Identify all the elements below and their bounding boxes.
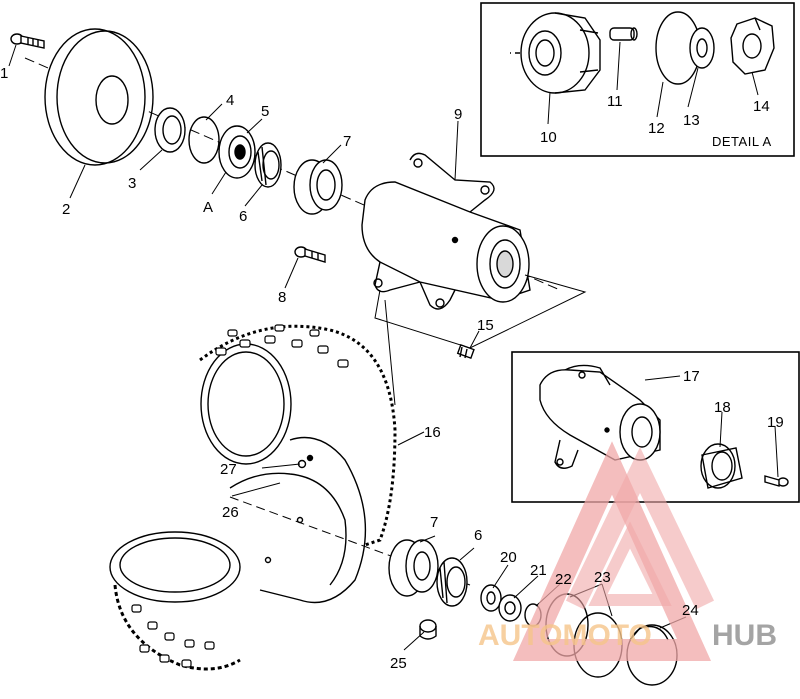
- label-9: 9: [454, 106, 462, 123]
- label-3: 3: [128, 175, 136, 192]
- label-19: 19: [767, 414, 784, 431]
- label-2: 2: [62, 201, 70, 218]
- watermark-logo: AUTOMOTO HUB: [478, 441, 777, 661]
- part-6-roller-bearing-upper: [254, 142, 282, 188]
- part-10-drive-hub: [510, 12, 601, 94]
- label-6-upper: 6: [239, 208, 247, 225]
- part-27-valve-stud: [264, 454, 314, 564]
- watermark-text-part2: HUB: [712, 619, 777, 652]
- part-4-snap-ring: [188, 116, 220, 164]
- part-7-bearing-cup-lower: [388, 539, 439, 597]
- label-a: A: [203, 199, 213, 216]
- part-5-bearing: [218, 125, 256, 179]
- label-5: 5: [261, 103, 269, 120]
- label-7-upper: 7: [343, 133, 351, 150]
- label-23: 23: [594, 569, 611, 586]
- part-7-bearing-cup-upper: [293, 159, 343, 215]
- label-16: 16: [424, 424, 441, 441]
- label-6-lower: 6: [474, 527, 482, 544]
- label-7-lower: 7: [430, 514, 438, 531]
- part-labels: 1 2 3 4 5 A 6 7 8 9 10 11 12 13 14 DETAI…: [0, 65, 784, 672]
- label-17: 17: [683, 368, 700, 385]
- part-14-nut: [730, 17, 775, 75]
- label-11: 11: [607, 93, 623, 110]
- label-25: 25: [390, 655, 407, 672]
- part-1-bolt: [10, 33, 45, 49]
- part-13-washer: [689, 27, 715, 69]
- part-18-caliper-bracket: [700, 443, 743, 489]
- part-17-hub: [539, 364, 661, 469]
- label-8: 8: [278, 289, 286, 306]
- label-12: 12: [648, 120, 665, 137]
- detail-a-title: DETAIL A: [712, 134, 772, 149]
- label-27: 27: [220, 461, 237, 478]
- part-25-valve: [419, 619, 437, 640]
- label-26: 26: [222, 504, 239, 521]
- label-14: 14: [753, 98, 770, 115]
- part-16-tire: [109, 324, 397, 671]
- label-20: 20: [500, 549, 517, 566]
- part-2-brake-disc: [44, 28, 154, 166]
- part-21-nut: [498, 594, 522, 622]
- part-6-roller-bearing-lower: [436, 557, 468, 607]
- watermark-text-part1: AUTOMOTO: [478, 619, 652, 652]
- detail-a-frame: [480, 2, 795, 157]
- part-3-seal: [154, 107, 186, 153]
- label-1: 1: [0, 65, 8, 82]
- label-4: 4: [226, 92, 234, 109]
- label-21: 21: [530, 562, 547, 579]
- part-9-wheel-hub: [361, 152, 531, 310]
- label-10: 10: [540, 129, 557, 146]
- part-20-washer: [480, 584, 502, 612]
- part-19-bolt: [764, 475, 789, 487]
- label-24: 24: [682, 602, 699, 619]
- label-22: 22: [555, 571, 572, 588]
- part-11-pin: [609, 27, 638, 41]
- label-13: 13: [683, 112, 700, 129]
- label-18: 18: [714, 399, 731, 416]
- part-8-bolt: [294, 246, 326, 263]
- label-15: 15: [477, 317, 494, 334]
